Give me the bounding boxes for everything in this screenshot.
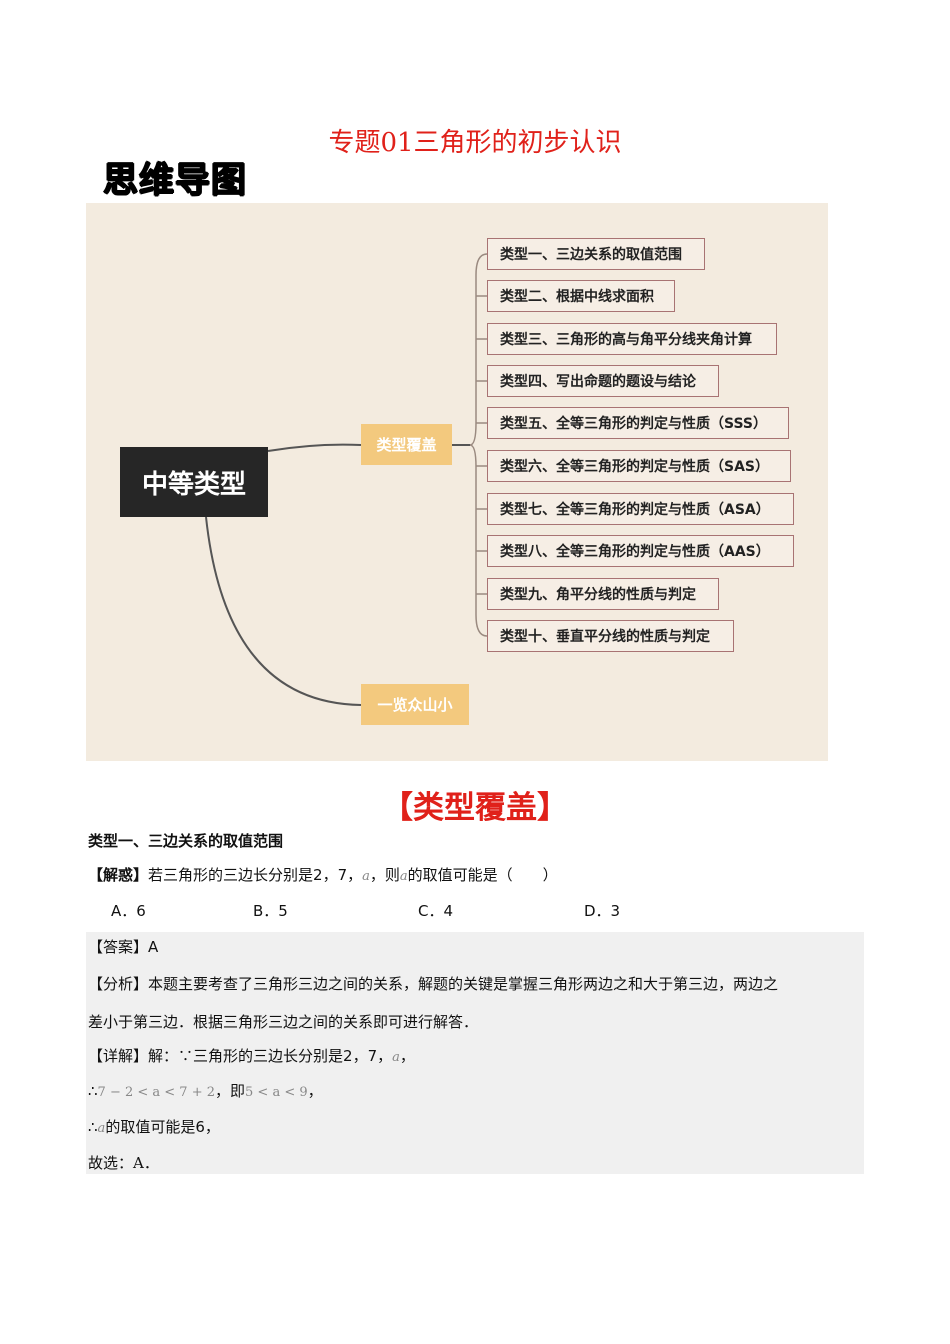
analysis-line-1: 【分析】本题主要考查了三角形三边之间的关系，解题的关键是掌握三角形两边之和大于第… [88,975,779,993]
detail-line-1: 【详解】解：∵三角形的三边长分别是2，7，a， [88,1047,415,1065]
inequality-expression: 7 − 2 < a < 7 + 2 [97,1085,216,1100]
option-c: C．4 [418,902,454,920]
mindmap-type-6: 类型六、全等三角形的判定与性质（SAS） [487,450,791,482]
mindmap-type-5: 类型五、全等三角形的判定与性质（SSS） [487,407,789,439]
mindmap-heading: 思维导图 [103,161,248,201]
mindmap-type-3: 类型三、三角形的高与角平分线夹角计算 [487,323,777,355]
conclusion-line: 故选：A． [88,1154,159,1172]
mindmap-root-node: 中等类型 [120,447,268,517]
question-tag: 【解惑】 [88,866,149,884]
option-a: A．6 [111,902,146,920]
mindmap-connectors [205,253,488,706]
mindmap-type-2: 类型二、根据中线求面积 [487,280,675,312]
variable-a: a [399,869,408,884]
connector-root-to-overview [205,516,362,706]
mindmap-branch-types: 类型覆盖 [361,424,452,465]
mindmap-type-4: 类型四、写出命题的题设与结论 [487,365,719,397]
option-d: D．3 [584,902,621,920]
mindmap-type-7: 类型七、全等三角形的判定与性质（ASA） [487,493,794,525]
answer-line: 【答案】A [88,938,159,956]
question-line: 【解惑】若三角形的三边长分别是2，7，a，则a的取值可能是（ ） [88,866,558,884]
type1-heading: 类型一、三边关系的取值范围 [88,832,284,850]
mindmap-type-1: 类型一、三边关系的取值范围 [487,238,705,270]
solution-box [86,932,864,1174]
document-title: 专题01三角形的初步认识 [328,128,622,158]
detail-line-2: ∴7 − 2 < a < 7 + 2，即5 < a < 9， [88,1082,323,1100]
section-title: 【类型覆盖】 [382,790,568,826]
detail-line-3: ∴a的取值可能是6， [88,1118,220,1136]
variable-a: a [362,869,370,884]
mindmap-type-9: 类型九、角平分线的性质与判定 [487,578,719,610]
inequality-result: 5 < a < 9 [245,1085,308,1100]
mindmap-type-10: 类型十、垂直平分线的性质与判定 [487,620,734,652]
connector-root-to-types [267,443,362,452]
option-b: B．5 [253,902,288,920]
analysis-line-2: 差小于第三边．根据三角形三边之间的关系即可进行解答． [88,1013,479,1031]
mindmap-type-8: 类型八、全等三角形的判定与性质（AAS） [487,535,794,567]
mindmap-branch-overview: 一览众山小 [361,684,469,725]
mindmap-diagram: 中等类型 类型覆盖 一览众山小 类型一、三边关系的取值范围 类型二、根据中线求面… [86,203,828,761]
